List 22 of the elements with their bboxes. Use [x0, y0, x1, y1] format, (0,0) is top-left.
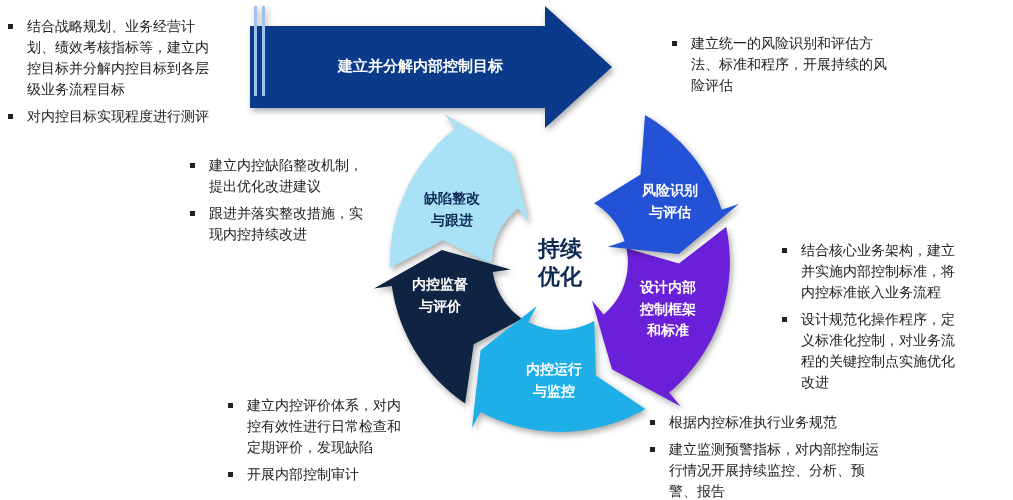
bullet-text: 对内控目标实现程度进行测评: [27, 107, 210, 126]
bullet-text: 设计规范化操作程序，定义标准化控制，对业务流程的关键控制点实施优化改进: [801, 310, 956, 392]
step-label: 设计内部控制框架和标准: [638, 278, 697, 341]
bullet-text: 建立统一的风险识别和评估方法、标准和程序，开展持续的风险评估: [691, 34, 888, 95]
step-label: 内控运行与监控: [525, 360, 583, 401]
bullet-text: 跟进并落实整改措施，实现内控持续改进: [209, 204, 363, 244]
curved-arrow-segment: [592, 226, 730, 406]
step-label: 缺陷整改与跟进: [423, 189, 481, 230]
step-label: 建立并分解内部控制目标: [336, 56, 504, 78]
bullet-text: 开展内部控制审计: [247, 465, 360, 484]
curved-arrow-segment: [594, 114, 739, 254]
center-label: 持续优化: [536, 234, 583, 290]
bullet-text: 根据内控标准执行业务规范: [669, 413, 838, 432]
step-label: 内控监督与评价: [411, 275, 469, 316]
bullet-text: 建立内控评价体系，对内控有效性进行日常检查和定期评价，发现缺陷: [247, 396, 402, 457]
bullet-text: 建立监测预警指标，对内部控制运行情况开展持续监控、分析、预警、报告: [669, 440, 880, 500]
bullet-text: 结合战略规划、业务经营计划、绩效考核指标等，建立内控目标并分解内控目标到各层级业务流程目标: [27, 17, 210, 99]
block-arrow: [250, 6, 612, 128]
bullet-text: 结合核心业务架构，建立并实施内部控制标准，将内控标准嵌入业务流程: [801, 241, 956, 302]
curved-arrow-segment: [390, 113, 530, 268]
bullet-text: 建立内控缺陷整改机制，提出优化改进建议: [209, 156, 363, 196]
step-label: 风险识别与评估: [641, 181, 699, 222]
